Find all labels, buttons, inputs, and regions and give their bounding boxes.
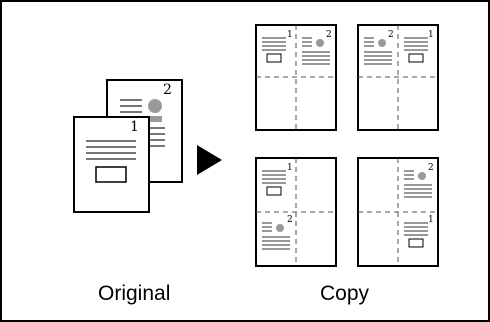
copy-label: Copy xyxy=(320,282,370,305)
copy-layout-2: 2 1 xyxy=(357,24,439,131)
copy-layout-4: 2 1 xyxy=(357,157,439,267)
image-box-icon xyxy=(95,166,127,183)
svg-text:1: 1 xyxy=(428,30,434,40)
text-lines xyxy=(120,99,142,113)
svg-text:2: 2 xyxy=(388,30,394,40)
original-page-1: 1 xyxy=(73,116,150,213)
svg-text:2: 2 xyxy=(428,163,434,173)
copy-layout-3: 1 2 xyxy=(255,157,337,267)
svg-text:1: 1 xyxy=(428,215,434,225)
svg-text:2: 2 xyxy=(326,30,332,40)
copy-layout-1: 1 2 xyxy=(255,24,337,131)
page-number-1: 1 xyxy=(130,119,139,135)
svg-text:2: 2 xyxy=(287,215,293,225)
page-number-2: 2 xyxy=(163,82,172,98)
original-label: Original xyxy=(98,282,171,305)
arrow-right-icon xyxy=(197,145,222,175)
svg-text:1: 1 xyxy=(287,30,293,40)
person-figure-icon xyxy=(148,99,162,122)
svg-text:1: 1 xyxy=(287,163,293,173)
text-lines xyxy=(86,140,136,160)
